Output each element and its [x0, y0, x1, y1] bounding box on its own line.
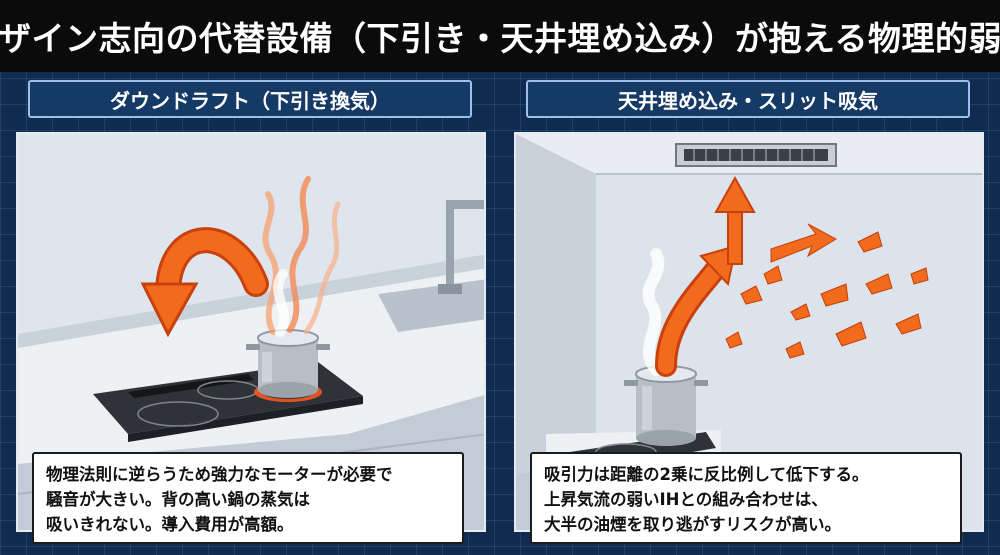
- page-title: デザイン志向の代替設備（下引き・天井埋め込み）が抱える物理的弱点: [0, 19, 1000, 58]
- caption-line: 吸引力は距離の2乗に反比例して低下する。: [544, 465, 869, 484]
- caption-line: 吸いきれない。導入費用が高額。: [46, 515, 294, 534]
- panel-downdraft: ダウンドラフト（下引き換気）: [16, 80, 486, 548]
- downdraft-vent: [128, 374, 254, 398]
- panel-header-label: ダウンドラフト（下引き換気）: [110, 88, 390, 113]
- caption-line: 騒音が大きい。背の高い鍋の蒸気は: [46, 490, 310, 509]
- steam-icon: [642, 248, 665, 376]
- backsplash-ledge: [18, 254, 484, 348]
- arrow-to-vent-icon: [714, 175, 756, 265]
- ceiling-vent-icon: [675, 143, 837, 167]
- smoke-particles-icon: [725, 223, 929, 359]
- panel-header-label: 天井埋め込み・スリット吸気: [618, 88, 878, 113]
- caption-line: 大半の油煙を取り逃がすリスクが高い。: [544, 515, 841, 534]
- caption-line: 物理法則に逆らうため強力なモーターが必要で: [46, 465, 393, 484]
- panel-ceiling-slit: 天井埋め込み・スリット吸気: [514, 80, 984, 548]
- panel-header-downdraft: ダウンドラフト（下引き換気）: [28, 80, 472, 118]
- title-bar: デザイン志向の代替設備（下引き・天井埋め込み）が抱える物理的弱点: [0, 0, 1000, 72]
- caption-ceiling-slit: 吸引力は距離の2乗に反比例して低下する。 上昇気流の弱いIHとの組み合わせは、 …: [530, 452, 962, 544]
- faucet-icon: [438, 200, 484, 294]
- panel-header-ceiling-slit: 天井埋め込み・スリット吸気: [526, 80, 970, 118]
- pot-icon: [246, 329, 330, 398]
- caption-downdraft: 物理法則に逆らうため強力なモーターが必要で 騒音が大きい。背の高い鍋の蒸気は 吸…: [32, 452, 464, 544]
- side-wall: [516, 134, 596, 474]
- steam-icon: [262, 176, 341, 337]
- caption-line: 上昇気流の弱いIHとの組み合わせは、: [544, 490, 828, 509]
- curved-arrow-icon: [140, 227, 269, 338]
- pot-icon: [624, 365, 708, 446]
